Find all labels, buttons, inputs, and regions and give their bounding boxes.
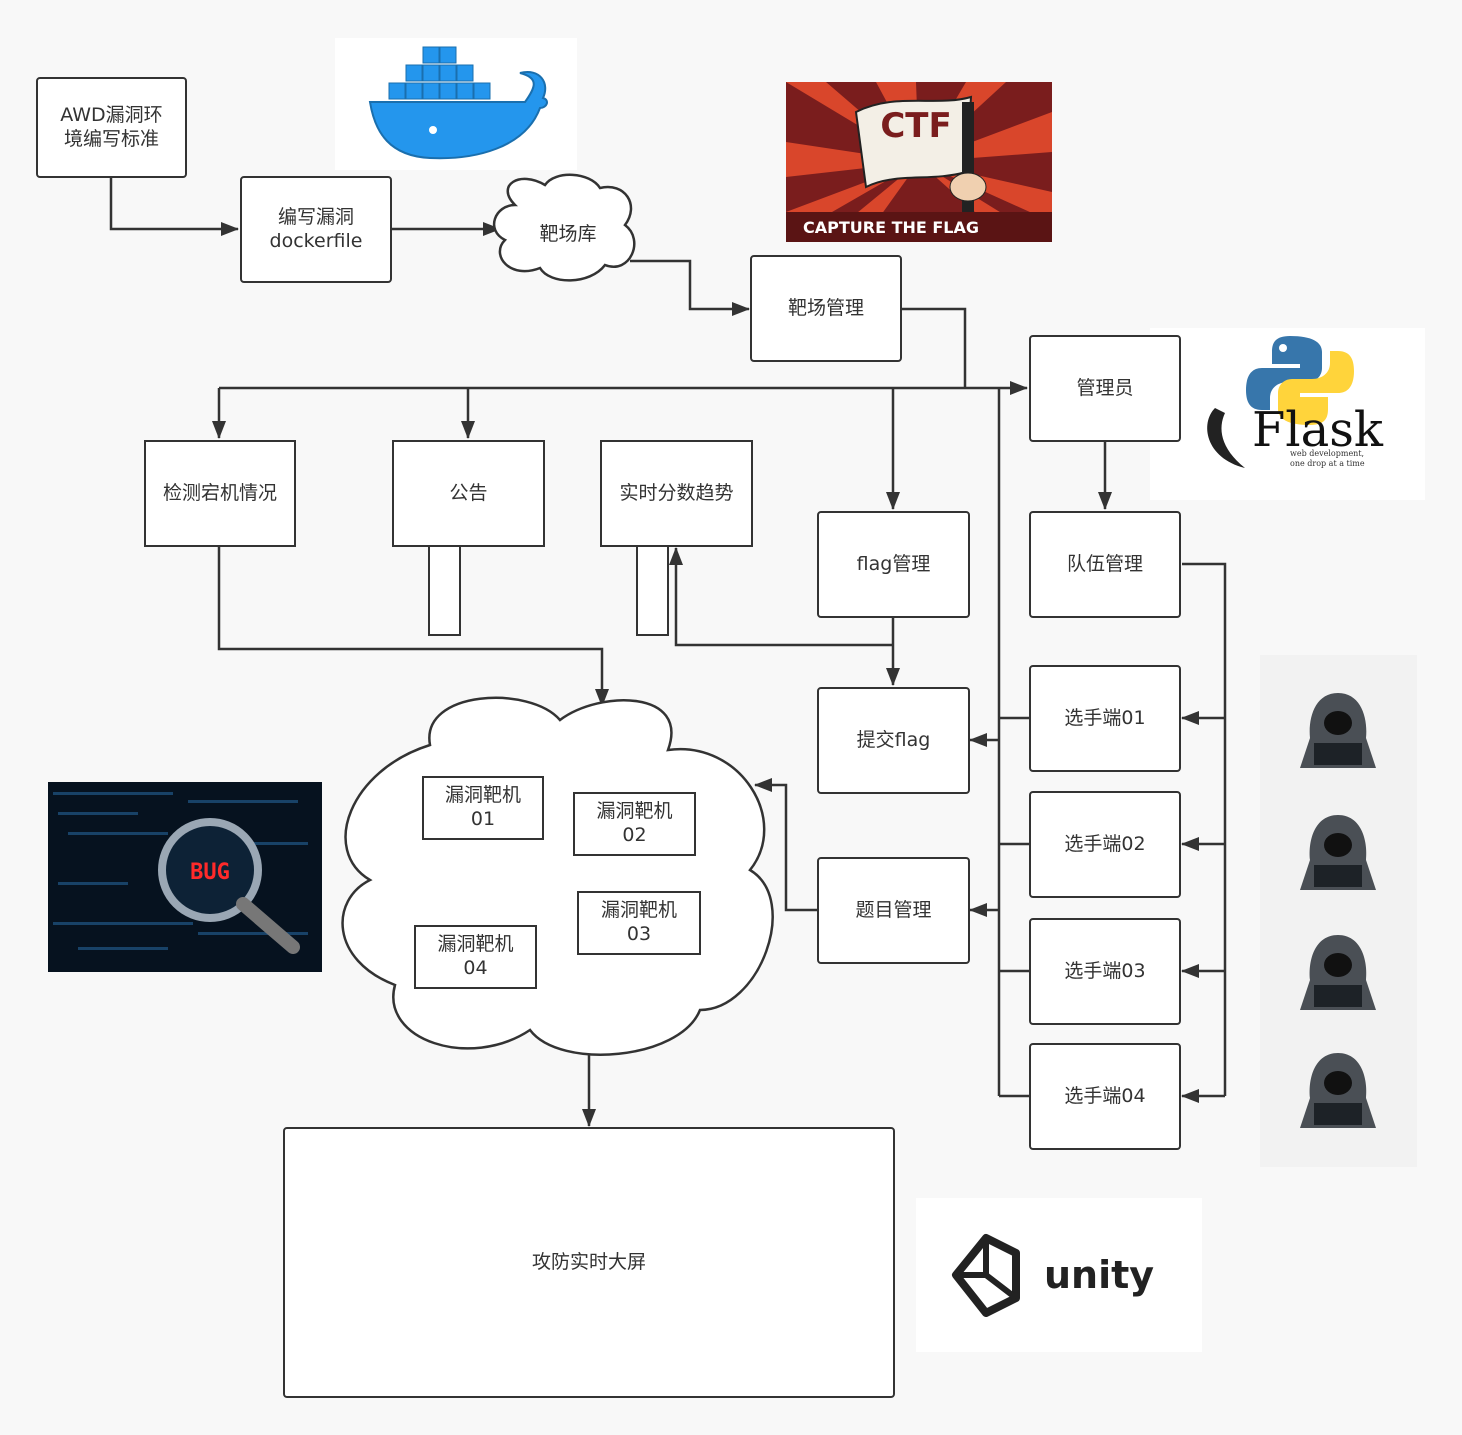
range-library-cloud <box>493 173 636 282</box>
hacker-icons-panel <box>1260 655 1417 1167</box>
unity-logo-icon: unity <box>916 1198 1202 1352</box>
hacker-icon <box>1300 935 1376 1010</box>
node-notice[interactable]: 公告 <box>392 440 545 547</box>
node-target-03[interactable]: 漏洞靶机 03 <box>577 891 701 955</box>
target-cloud <box>341 696 774 1056</box>
ctf-flag-icon: CTF CAPTURE THE FLAG <box>786 82 1052 242</box>
node-player-04[interactable]: 选手端04 <box>1029 1043 1181 1150</box>
node-player-03[interactable]: 选手端03 <box>1029 918 1181 1025</box>
flask-title: Flask <box>1252 402 1384 458</box>
node-target-02[interactable]: 漏洞靶机 02 <box>573 792 696 856</box>
trend-stub <box>636 545 669 636</box>
notice-stub <box>428 545 461 636</box>
node-awd-standard[interactable]: AWD漏洞环 境编写标准 <box>36 77 187 178</box>
hacker-icon <box>1300 1053 1376 1128</box>
node-range-mgmt[interactable]: 靶场管理 <box>750 255 902 362</box>
flask-tagline-2: one drop at a time <box>1290 459 1365 468</box>
hacker-icon <box>1300 815 1376 890</box>
node-write-dockerfile[interactable]: 编写漏洞 dockerfile <box>240 176 392 283</box>
ctf-subtitle: CAPTURE THE FLAG <box>803 218 979 237</box>
node-realtime-trend[interactable]: 实时分数趋势 <box>600 440 753 547</box>
node-question-mgmt[interactable]: 题目管理 <box>817 857 970 964</box>
node-target-04[interactable]: 漏洞靶机 04 <box>414 925 537 989</box>
node-team-mgmt[interactable]: 队伍管理 <box>1029 511 1181 618</box>
node-range-library[interactable]: 靶场库 <box>539 223 597 245</box>
unity-text: unity <box>1044 1253 1154 1297</box>
node-big-screen[interactable]: 攻防实时大屏 <box>283 1127 895 1398</box>
docker-whale-icon <box>335 38 577 170</box>
node-flag-mgmt[interactable]: flag管理 <box>817 511 970 618</box>
node-target-01[interactable]: 漏洞靶机 01 <box>422 776 544 840</box>
node-player-01[interactable]: 选手端01 <box>1029 665 1181 772</box>
node-admin[interactable]: 管理员 <box>1029 335 1181 442</box>
flask-tagline-1: web development, <box>1290 449 1364 458</box>
bug-text: BUG <box>190 860 230 885</box>
node-submit-flag[interactable]: 提交flag <box>817 687 970 794</box>
flask-python-logo: Flask web development, one drop at a tim… <box>1150 328 1425 500</box>
node-check-host[interactable]: 检测宕机情况 <box>144 440 296 547</box>
bug-magnifier-icon: BUG <box>48 782 322 972</box>
ctf-title: CTF <box>880 106 951 146</box>
node-player-02[interactable]: 选手端02 <box>1029 791 1181 898</box>
hacker-icon <box>1300 693 1376 768</box>
